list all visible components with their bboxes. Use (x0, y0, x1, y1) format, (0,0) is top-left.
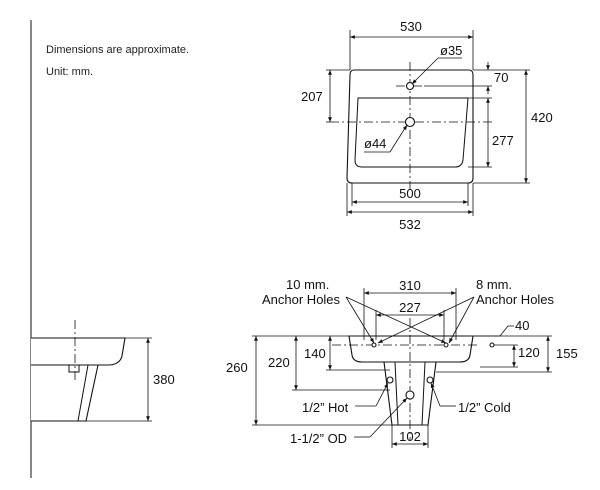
dim-380: 380 (153, 372, 175, 387)
dim-hole-35: ø35 (440, 43, 462, 58)
dim-420: 420 (531, 110, 553, 125)
basin-front-profile (348, 335, 474, 363)
note-approximate: Dimensions are approximate. (46, 44, 190, 56)
dim-140: 140 (304, 346, 326, 361)
dim-70: 70 (494, 70, 508, 85)
side-view: 380 (31, 320, 175, 422)
drain-outlet (405, 390, 415, 400)
dim-500: 500 (399, 186, 421, 201)
faucet-hole (405, 81, 415, 91)
dim-260: 260 (226, 360, 248, 375)
overflow-slot (68, 364, 80, 373)
basin-bowl-top (354, 97, 469, 168)
front-view: 10 mm. Anchor Holes 8 mm. Anchor Holes 3… (226, 277, 578, 448)
label-anchor-right: Anchor Holes (476, 292, 555, 307)
basin-side-profile (31, 337, 126, 422)
label-od: 1-1/2” OD (290, 431, 347, 446)
dim-530: 530 (400, 19, 422, 34)
label-hot: 1/2” Hot (302, 400, 349, 415)
dim-220: 220 (268, 355, 290, 370)
dim-40: 40 (515, 318, 529, 333)
dim-310: 310 (399, 278, 421, 293)
label-anchor-left: Anchor Holes (262, 292, 341, 307)
anchor-hole-right (443, 342, 449, 348)
dim-207: 207 (301, 89, 323, 104)
dim-532: 532 (399, 217, 421, 232)
note-unit: Unit: mm. (46, 66, 94, 78)
dim-227: 227 (399, 300, 421, 315)
drain-hole (404, 116, 416, 128)
hot-inlet (386, 376, 394, 384)
faucet-mark (489, 342, 495, 348)
dim-120: 120 (518, 345, 540, 360)
label-10mm: 10 mm. (286, 277, 329, 292)
label-8mm: 8 mm. (476, 277, 512, 292)
dim-102: 102 (399, 429, 421, 444)
cold-inlet (426, 376, 434, 384)
top-view: 530 ø35 70 207 420 277 ø44 500 (301, 19, 553, 232)
dim-277: 277 (492, 133, 514, 148)
label-cold: 1/2” Cold (458, 400, 511, 415)
anchor-hole-left (371, 342, 377, 348)
dim-drain-44: ø44 (364, 136, 386, 151)
dim-155: 155 (556, 346, 578, 361)
